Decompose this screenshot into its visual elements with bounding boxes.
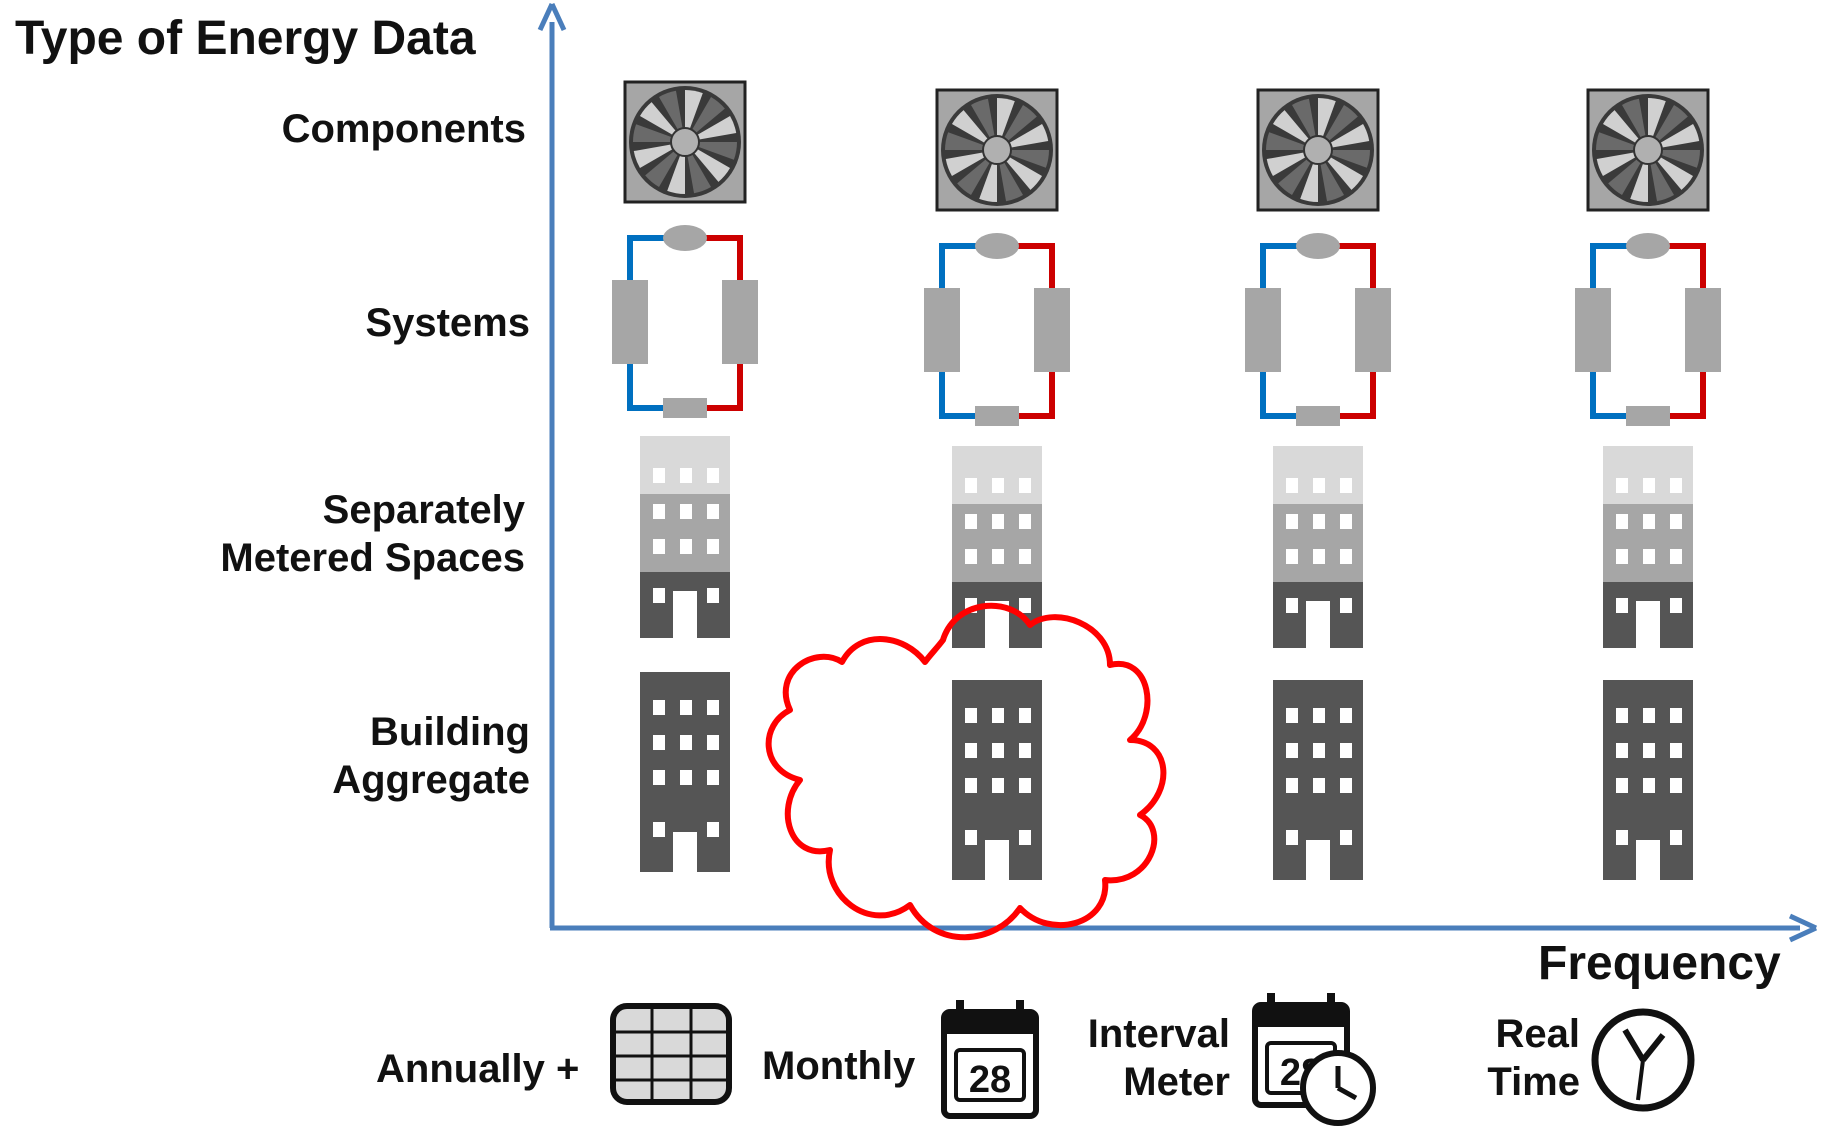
fan-icon-annually [623, 80, 747, 204]
clock-icon [1591, 1008, 1695, 1112]
metered-building-icon-interval-meter [1273, 446, 1363, 648]
fan-icon-interval-meter [1256, 88, 1380, 212]
building-icon-annually [640, 672, 730, 872]
building-icon-real-time [1603, 680, 1693, 880]
row-label-components: Components [281, 107, 526, 151]
metered-building-icon-real-time [1603, 446, 1693, 648]
fan-icon-real-time [1586, 88, 1710, 212]
refrigeration-loop-icon-monthly [924, 233, 1070, 426]
refrigeration-loop-icon-interval-meter [1245, 233, 1391, 426]
y-axis-title: Type of Energy Data [15, 12, 476, 65]
calendar-clock-icon: 28 [1252, 993, 1376, 1126]
row-label-systems: Systems [365, 301, 530, 345]
building-icon-interval-meter [1273, 680, 1363, 880]
x-axis-arrowhead [1788, 913, 1818, 943]
calendar-icon: 28 [941, 1000, 1039, 1119]
building-icon-monthly [952, 680, 1042, 880]
y-axis-arrowhead [537, 2, 567, 32]
metered-building-icon-annually [640, 436, 730, 638]
calendar-day: 28 [969, 1059, 1011, 1101]
freq-label-annually: Annually + [376, 1047, 580, 1091]
refrigeration-loop-icon-real-time [1575, 233, 1721, 426]
x-axis-title: Frequency [1538, 937, 1781, 990]
freq-label-monthly: Monthly [762, 1044, 916, 1088]
spreadsheet-icon [610, 1003, 732, 1105]
refrigeration-loop-icon-annually [612, 225, 758, 418]
fan-icon-monthly [935, 88, 1059, 212]
